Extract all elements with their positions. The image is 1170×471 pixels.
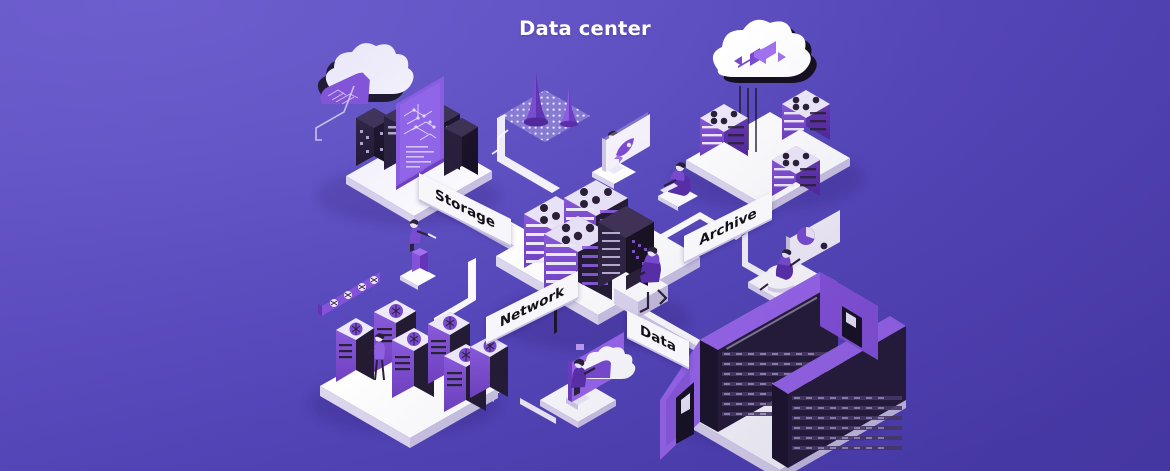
storage-zone: [315, 43, 492, 290]
server-room-wall-front: [660, 340, 700, 460]
core-zone: [496, 112, 700, 334]
pie-chart-icon: [797, 227, 828, 250]
cloud-icon: [581, 346, 636, 379]
server-tower-with-fan-top: [336, 318, 374, 382]
dense-server-rack-rows: [700, 272, 906, 468]
person-pointing-at-screen: [592, 112, 650, 189]
figure-body: [410, 219, 437, 252]
technician-at-rack: [367, 333, 385, 381]
server-rack-unit: [782, 90, 830, 140]
cloud-screen-group: [540, 332, 636, 428]
person-working-at-desk: [614, 246, 668, 318]
person-sitting-with-laptop: [658, 162, 698, 211]
page-title: Data center: [519, 17, 651, 40]
server-tower-with-fan-top: [470, 336, 508, 398]
person-at-podium: [400, 219, 437, 290]
wall-mounted-fan-panel: [318, 272, 380, 316]
server-rack-unit: [772, 146, 820, 196]
person-sitting-with-tablet: [759, 249, 801, 293]
purple-cones-on-dotted-pad: [491, 72, 590, 155]
network-zone: [318, 272, 508, 448]
data-zone: [660, 272, 906, 471]
server-room-wall-back: [820, 272, 878, 360]
archive-zone: [658, 19, 850, 214]
person-at-cloud-screen: [571, 358, 596, 396]
cloud-heart-icon: [315, 43, 414, 141]
chart-screen: [786, 210, 840, 270]
rocket-screen: [602, 112, 650, 172]
server-rack-unit: [700, 104, 748, 156]
